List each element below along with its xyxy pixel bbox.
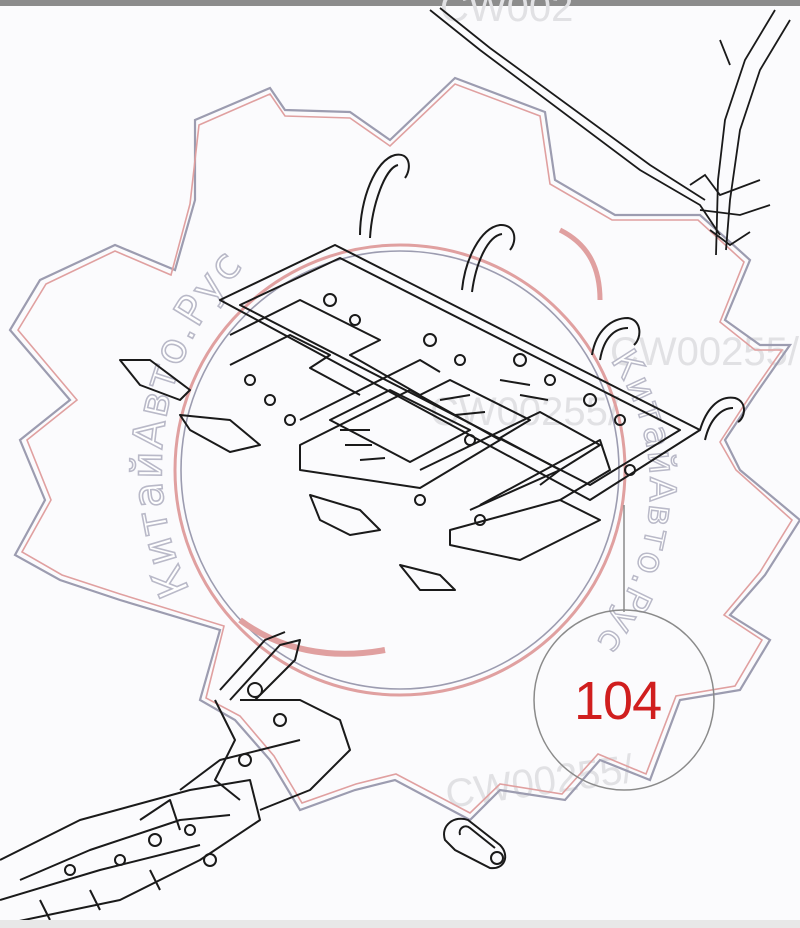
bottom-border <box>0 920 800 928</box>
seat-rail-part <box>0 631 351 926</box>
ghost-part-code: CW00255/ <box>610 330 799 374</box>
top-border <box>0 0 800 6</box>
callout-circle <box>533 609 715 791</box>
watermark-gear-logo <box>8 76 800 822</box>
callout-number: 104 <box>574 671 662 731</box>
clip-part <box>443 817 507 870</box>
upper-frame-part <box>429 7 791 256</box>
seat-frame-part <box>119 153 745 591</box>
